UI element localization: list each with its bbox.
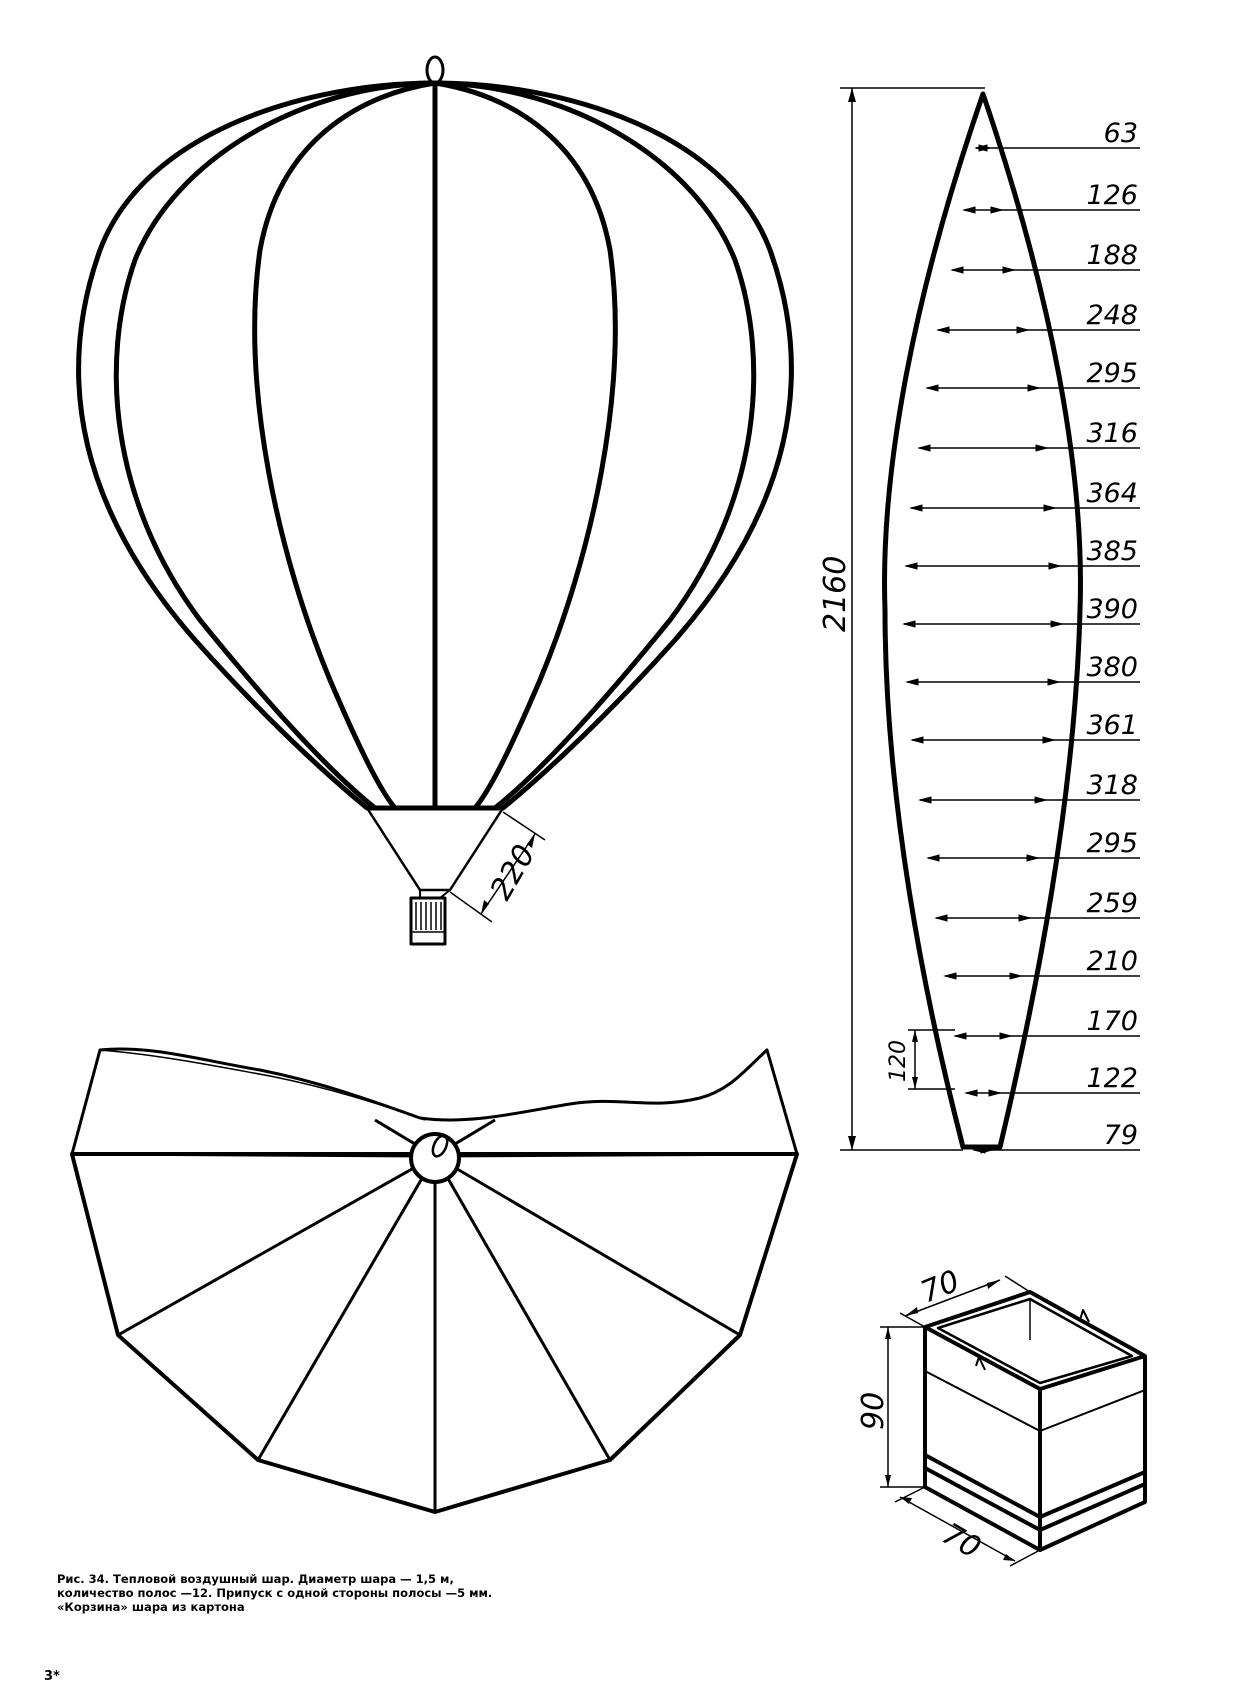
gore-seam	[113, 80, 436, 810]
balloon-top-view	[70, 1047, 799, 1514]
gore-seam	[252, 80, 436, 810]
basket-inner-rim	[936, 1297, 1134, 1385]
gore-width-label: 63	[1104, 118, 1138, 149]
gore-width-arrow	[934, 914, 948, 922]
gore-width-arrow	[904, 562, 918, 570]
basket-bottom-width-label: 70	[936, 1517, 987, 1566]
gore-width-label: 79	[1104, 1120, 1138, 1151]
gore-width-arrow	[1047, 678, 1061, 686]
gore-width-label: 318	[1086, 770, 1138, 801]
gore-width-arrow	[988, 1089, 1002, 1097]
gore-width-arrow	[936, 326, 950, 334]
gore-width-arrow	[1050, 620, 1064, 628]
gore-length-dimension	[840, 87, 985, 1151]
gore-length-label: 2160	[818, 556, 853, 632]
gore-width-label: 188	[1086, 240, 1138, 271]
gore-width-label: 380	[1086, 652, 1138, 683]
gore-width-arrow	[999, 1032, 1013, 1040]
gore-width-label: 295	[1086, 358, 1138, 389]
gore-width-lines	[902, 144, 1140, 1154]
gore-width-arrow	[964, 1089, 978, 1097]
figure-caption: Рис. 34. Тепловой воздушный шар. Диаметр…	[57, 1572, 493, 1614]
gore-width-arrow	[1018, 914, 1032, 922]
top-view-cut-edge	[70, 1047, 799, 1155]
gore-width-arrow	[1026, 854, 1040, 862]
gore-width-label: 248	[1086, 300, 1138, 331]
gore-width-arrow	[1027, 384, 1041, 392]
balloon-elevation	[76, 55, 794, 946]
gore-spacing-label: 120	[886, 1040, 911, 1082]
gore-width-arrow	[1016, 326, 1030, 334]
gore-width-labels: 63 126 188 248 295 316 364 385 390 380 361 318 295 25…	[1086, 118, 1138, 1151]
basket-height-label: 90	[856, 1392, 891, 1430]
gore-width-arrow	[978, 144, 992, 152]
gore-outline	[882, 91, 1083, 1150]
gore-width-label: 316	[1086, 418, 1138, 449]
basket-isometric	[880, 1275, 1147, 1567]
gore-width-arrow	[1009, 972, 1023, 980]
gore-width-label: 122	[1086, 1063, 1138, 1094]
gore-width-label: 390	[1086, 594, 1138, 625]
gore-width-arrow	[905, 678, 919, 686]
gore-width-label: 210	[1086, 946, 1138, 977]
top-view-fabric-edge	[99, 1049, 426, 1121]
gore-width-arrow	[926, 854, 940, 862]
gore-width-label: 259	[1086, 888, 1138, 919]
top-view-loop	[431, 1134, 449, 1158]
gore-width-arrow	[1034, 796, 1048, 804]
gore-width-arrow	[925, 384, 939, 392]
gore-width-arrow	[910, 736, 924, 744]
basket-stripes	[411, 902, 445, 933]
gore-width-label: 126	[1086, 180, 1138, 211]
gore-seam	[434, 80, 618, 810]
gore-pattern	[840, 87, 1140, 1154]
gore-width-arrow	[990, 206, 1004, 214]
top-view-outline	[70, 1152, 799, 1514]
gore-width-arrow	[909, 504, 923, 512]
neck-dimension	[449, 811, 546, 923]
gore-width-arrow	[1035, 444, 1049, 452]
hanging-loop	[425, 55, 445, 85]
hanging-basket	[409, 896, 447, 946]
basket-outer	[923, 1290, 1147, 1552]
basket-band	[924, 1453, 1146, 1532]
gore-width-arrow	[943, 972, 957, 980]
gore-width-arrow	[917, 444, 931, 452]
gore-width-label: 364	[1086, 478, 1138, 509]
page-number: 3*	[44, 1669, 60, 1684]
gore-seam	[434, 80, 757, 810]
gore-width-label: 361	[1086, 710, 1138, 741]
balloon-neck	[365, 806, 505, 892]
gore-width-label: 295	[1086, 828, 1138, 859]
gore-width-arrow	[1002, 266, 1016, 274]
gore-width-arrow	[980, 1146, 994, 1154]
basket-top-width-label: 70	[916, 1264, 965, 1311]
gore-width-arrow	[962, 206, 976, 214]
top-view-seams	[71, 1118, 798, 1512]
gore-width-arrow	[1043, 504, 1057, 512]
gore-width-arrow	[953, 1032, 967, 1040]
gore-width-label: 170	[1086, 1006, 1138, 1037]
gore-width-arrow	[918, 796, 932, 804]
gore-width-arrow	[902, 620, 916, 628]
gore-width-label: 385	[1086, 536, 1138, 567]
gore-width-arrow	[950, 266, 964, 274]
gore-width-arrow	[1048, 562, 1062, 570]
basket-dimensions	[880, 1275, 1041, 1567]
gore-width-arrow	[1042, 736, 1056, 744]
